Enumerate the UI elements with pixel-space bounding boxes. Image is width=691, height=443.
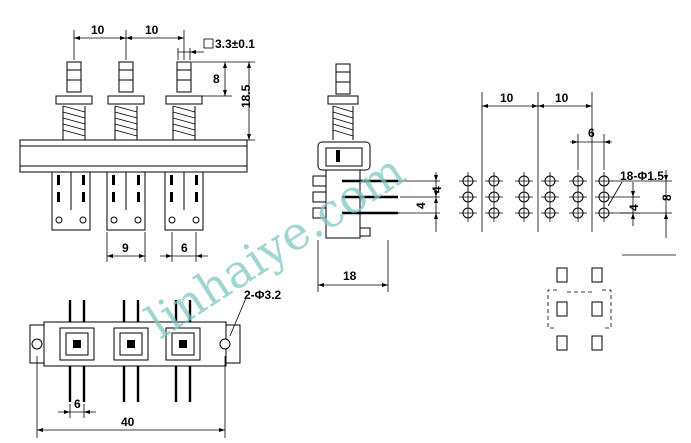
pcb-dim-pitch-2: 10 xyxy=(555,91,569,105)
pcb-layout: 10 10 6 18-Φ1.5 4 8 xyxy=(459,91,676,256)
switch-body-1 xyxy=(51,171,91,231)
dim-total: 40 xyxy=(121,415,135,429)
frame-bar xyxy=(19,139,248,173)
contact-outline xyxy=(547,267,612,351)
bottom-key-3 xyxy=(165,327,201,361)
plunger-2 xyxy=(107,61,145,140)
dim-button: 3.3±0.1 xyxy=(215,37,255,51)
dim-pitch-2: 10 xyxy=(145,23,159,37)
dim-pitch-1: 10 xyxy=(91,23,105,37)
pcb-dim-holes: 18-Φ1.5 xyxy=(620,169,664,183)
square-symbol-icon xyxy=(203,38,214,49)
pcb-dim-col-gap: 6 xyxy=(588,126,595,140)
dim-pin-span: 9 xyxy=(122,241,129,255)
pcb-dim-span: 8 xyxy=(660,194,674,201)
bottom-view: 2-Φ3.2 6 40 xyxy=(29,288,282,438)
bottom-key-1 xyxy=(59,327,95,361)
plunger-1 xyxy=(55,61,93,140)
front-view: 10 10 3.3±0.1 8 18.5 9 6 xyxy=(19,23,255,262)
dim-row-1: 4 xyxy=(430,186,444,193)
pcb-dim-row: 4 xyxy=(627,204,641,211)
dim-row-2: 4 xyxy=(414,202,428,209)
dim-travel: 8 xyxy=(213,72,220,86)
side-view: 4 4 18 xyxy=(312,63,444,292)
dim-mount-holes: 2-Φ3.2 xyxy=(244,288,282,302)
switch-body-3 xyxy=(164,171,204,231)
mount-hole-right xyxy=(219,338,231,350)
bottom-key-2 xyxy=(113,327,149,361)
dim-pin-gap: 6 xyxy=(181,241,188,255)
dim-depth: 18 xyxy=(343,269,357,283)
pcb-dim-pitch-1: 10 xyxy=(500,91,514,105)
mount-hole-left xyxy=(31,338,43,350)
dim-bottom-pin-gap: 6 xyxy=(74,397,81,411)
switch-body-2 xyxy=(106,171,146,231)
dim-height: 18.5 xyxy=(239,84,253,108)
plunger-3 xyxy=(165,61,203,140)
